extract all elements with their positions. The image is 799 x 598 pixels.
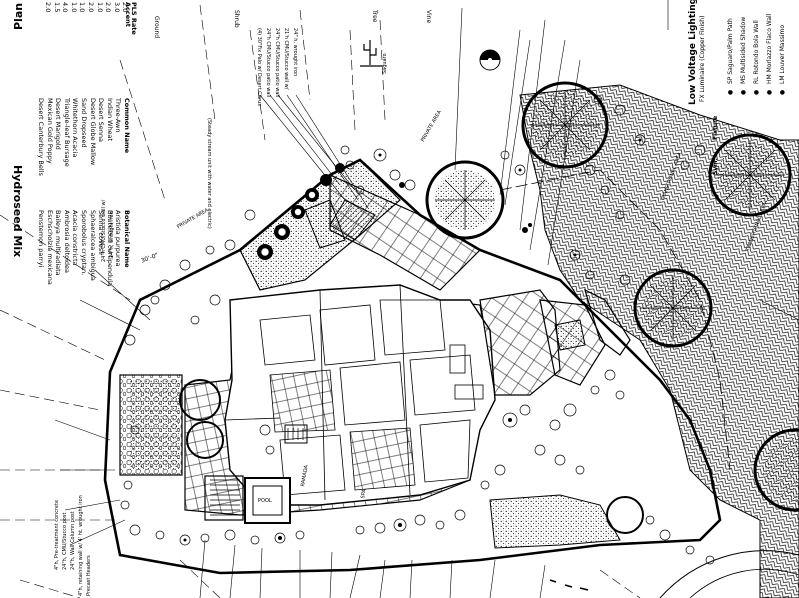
- botanical-name: Eschscholzia mexicana: [45, 210, 54, 285]
- common-name: Desert Canterbury Bells: [37, 98, 46, 176]
- pls-value: 2.0: [104, 2, 113, 13]
- pls-value: 1.0: [78, 2, 87, 13]
- callout-bottom-5: Precast Headers: [86, 555, 92, 596]
- lighting-fixture: HM Morlazzo Flaco Wall: [766, 13, 773, 85]
- lighting-item: ● SP Saguaro/Palm Path: [727, 18, 735, 95]
- callout-wall-3: 24"h CMU/Stucco patio wall: [274, 28, 280, 98]
- common-name-column: Common Name Three-Awn Indian Wheat Deser…: [36, 98, 131, 176]
- label-saguaro: Saguaro: [382, 53, 388, 74]
- callout-left-wall-2: 24"h, wrought iron: [109, 211, 115, 258]
- common-name: Desert Senna: [97, 98, 106, 143]
- lighting-item: ● HM Morlazzo Flaco Wall: [766, 14, 774, 95]
- botanical-name: Sphaeralcea ambigua: [88, 210, 97, 281]
- transitional-area-paving: [519, 84, 799, 598]
- lighting-fixture-header: Fixture: [712, 115, 719, 140]
- botanical-header: Botanical Name: [123, 210, 131, 268]
- lighting-sym: ●: [740, 89, 747, 95]
- pls-value: 2.0: [87, 2, 96, 13]
- callout-wall-4: 21'h CMU/Stucco wall w/: [283, 28, 289, 90]
- callout-bottom-2: 24"h, CMU/Stucco post: [62, 512, 68, 570]
- botanical-name-column: Botanical Name Aristida purpurea Boutelo…: [36, 210, 131, 286]
- lighting-fixture: SP Saguaro/Palm Path: [727, 18, 734, 85]
- hydroseed-title: Hydroseed Mix: [11, 165, 24, 258]
- callout-wall-2: 24"h CMU/Stucco patio wall: [265, 28, 271, 98]
- shrub-symbols: [120, 95, 715, 565]
- common-name: Indian Wheat: [105, 98, 114, 142]
- pls-value: 4.0: [61, 2, 70, 13]
- pls-value: 3.0: [112, 2, 121, 13]
- lighting-title: Low Voltage Lighting K: [688, 0, 698, 105]
- lighting-sym: ●: [766, 89, 773, 95]
- accent-column: Accent: [123, 2, 132, 27]
- north-arrow: [479, 49, 501, 71]
- pls-value: 2.0: [44, 2, 53, 13]
- callout-wall-1: (4) 30"Fix Palo w/ Desert Citrus: [256, 28, 262, 106]
- label-pool: POOL: [258, 498, 272, 504]
- common-name: Triangle-leaf Bursage: [62, 98, 71, 167]
- column-label-shrub: Shrub: [233, 10, 240, 28]
- lighting-sym: ●: [727, 89, 734, 95]
- pls-value: 1.5: [52, 2, 61, 13]
- tree-canopies: [179, 81, 799, 534]
- callout-left-wall-1: 24"h CMU/Stucco wall w/: [101, 199, 107, 262]
- callout-wall-5: 24" h, wrought iron: [292, 28, 298, 77]
- botanical-name: Sporobolus cryptan.: [80, 210, 89, 276]
- accent-header: Accent: [124, 2, 132, 27]
- lighting-sym: ●: [753, 89, 760, 95]
- common-name: Three-Awn: [114, 98, 123, 133]
- botanical-name: Baileya multiradiata: [54, 210, 63, 276]
- column-label-ground: Ground: [153, 16, 160, 39]
- pls-value: 1.0: [95, 2, 104, 13]
- column-label-tree: Tree: [371, 10, 378, 23]
- lighting-fixture: RL Rotondo Bola Wall: [753, 20, 760, 85]
- common-name: Whitethorn Acacia: [71, 98, 80, 158]
- lighting-subtitle: FX Luminaire (Copper Finish): [699, 15, 706, 102]
- common-header: Common Name: [123, 98, 131, 154]
- lighting-fixture: MS Multisided Shadow: [740, 16, 747, 85]
- lighting-item: ● RL Rotondo Bola Wall: [753, 20, 761, 95]
- saguaro-symbol: [360, 40, 382, 67]
- common-name: Mexican Gold Poppy: [45, 98, 54, 164]
- common-name: Sand Dropseed: [80, 98, 89, 148]
- botanical-name: Penstemon parryi: [37, 210, 46, 268]
- pls-value: 1.0: [69, 2, 78, 13]
- callout-bottom-1: 4"h, Pre-treatment concrete: [54, 499, 60, 570]
- botanical-name: Acacia constricta: [71, 210, 80, 266]
- lighting-fixture: LM Louver Massimo: [779, 24, 786, 85]
- lighting-item: ● MS Multisided Shadow: [740, 17, 748, 95]
- lighting-item: ● LM Louver Massimo: [779, 25, 787, 95]
- common-name: Desert Marigold: [54, 98, 63, 150]
- sheet-title: Plan: [12, 2, 25, 30]
- callout-bottom-4: 4"h, retaining wall w/ 4' ht. wrought ir…: [78, 495, 84, 596]
- botanical-name: Ambrosia deltoidea: [62, 210, 71, 274]
- column-label-vine: Vine: [425, 10, 432, 24]
- lighting-sym-header: Sym.: [712, 158, 719, 175]
- common-name: Desert Globe Mallow: [88, 98, 97, 166]
- callout-bottom-3: 24"h, Wall Column post: [70, 511, 76, 570]
- house-footprint: [224, 284, 496, 506]
- lighting-sym: ●: [779, 89, 786, 95]
